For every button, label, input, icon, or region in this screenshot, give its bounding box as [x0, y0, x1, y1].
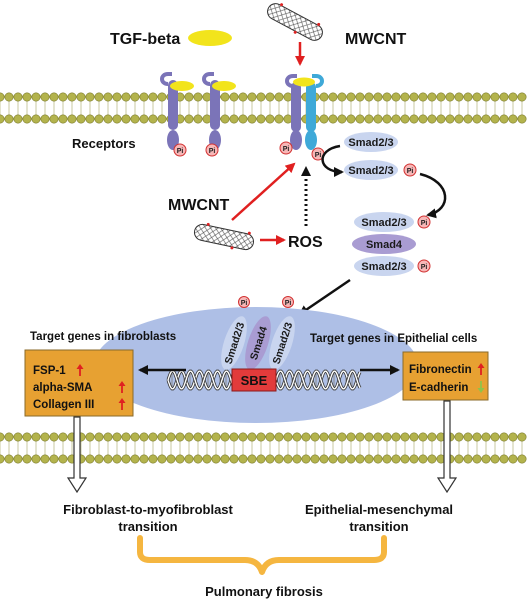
- upregulated-arrow-icon: [76, 364, 84, 376]
- outcome-fibroblast-line2: transition: [118, 519, 177, 534]
- gene-fibronectin: Fibronectin: [409, 364, 472, 376]
- svg-text:Smad2/3: Smad2/3: [348, 137, 393, 149]
- fibroblast-gene-regulation-arrows: [76, 364, 126, 410]
- upregulated-arrow-icon: [477, 363, 485, 375]
- fibroblast-outcome-arrow: [66, 416, 88, 494]
- tgf-beta-ligand: [188, 30, 232, 46]
- mwcnt-activation-arrow: [231, 162, 296, 221]
- svg-text:Pi: Pi: [283, 146, 290, 153]
- pi-badge: Pi: [403, 163, 417, 177]
- pi-badge: Pi: [282, 296, 294, 308]
- outcome-epithelial-line2: transition: [349, 519, 408, 534]
- svg-text:Pi: Pi: [315, 152, 322, 159]
- receptors-label: Receptors: [72, 136, 136, 151]
- svg-text:Smad2/3: Smad2/3: [361, 217, 406, 229]
- svg-text:Smad2/3: Smad2/3: [348, 165, 393, 177]
- outcome-fibroblast-line1: Fibroblast-to-myofibroblast: [63, 502, 233, 517]
- svg-text:Pi: Pi: [421, 264, 428, 271]
- svg-text:Pi: Pi: [421, 220, 428, 227]
- pulmonary-fibrosis-label: Pulmonary fibrosis: [205, 584, 323, 599]
- complex-formation-arrow: [419, 172, 447, 219]
- cell-membrane-top: [0, 92, 527, 124]
- ros-label: ROS: [288, 234, 323, 251]
- svg-text:Pi: Pi: [407, 168, 414, 175]
- smad23-protein: Smad2/3: [344, 132, 398, 152]
- svg-text:Pi: Pi: [285, 300, 292, 307]
- target-genes-fibroblasts-label: Target genes in fibroblasts: [30, 331, 176, 343]
- fibroblast-genes-box: [24, 349, 134, 417]
- svg-text:Pi: Pi: [209, 148, 216, 155]
- upregulated-arrow-icon: [118, 398, 126, 410]
- phosphorylation-cycle-arrow: [321, 144, 344, 177]
- epithelial-genes-box: [402, 351, 489, 401]
- gene-collagen-iii: Collagen III: [33, 399, 94, 411]
- svg-text:Pi: Pi: [241, 300, 248, 307]
- mwcnt-top-label: MWCNT: [345, 31, 407, 48]
- tgf-beta-label: TGF-beta: [110, 31, 180, 48]
- svg-text:Smad2/3: Smad2/3: [361, 261, 406, 273]
- mwcnt-nanotube-middle: [193, 222, 255, 251]
- sbe-element: [231, 368, 277, 392]
- bound-smad4: Smad4: [245, 316, 271, 370]
- downregulated-arrow-icon: [477, 381, 485, 393]
- pi-badge: Pi: [238, 296, 250, 308]
- pi-badge: Pi: [311, 147, 325, 161]
- gene-e-cadherin: E-cadherin: [409, 382, 468, 394]
- convergence-brace: [137, 535, 387, 575]
- target-genes-epithelial-label: Target genes in Epithelial cells: [310, 333, 477, 345]
- mwcnt-middle-label: MWCNT: [168, 197, 230, 214]
- epithelial-outcome-arrow: [436, 400, 458, 494]
- pi-badge: Pi: [279, 141, 293, 155]
- svg-text:Pi: Pi: [177, 148, 184, 155]
- receptor-inactive-2: [202, 72, 236, 150]
- sbe-label: SBE: [241, 373, 268, 388]
- receptor-active-complex: [285, 74, 324, 150]
- smad-complex: Smad2/3 Smad4 Smad2/3: [352, 212, 416, 276]
- outcome-epithelial-line1: Epithelial-mesenchymal: [305, 502, 453, 517]
- nuclear-translocation-arrow: [298, 278, 351, 316]
- pi-badge: Pi: [173, 143, 187, 157]
- epithelial-gene-regulation-arrows: [477, 363, 485, 393]
- pi-badge: Pi: [417, 215, 431, 229]
- upregulated-arrow-icon: [118, 381, 126, 393]
- pi-badge: Pi: [417, 259, 431, 273]
- gene-alpha-sma: alpha-SMA: [33, 382, 92, 394]
- pi-badge: Pi: [205, 143, 219, 157]
- gene-fsp1: FSP-1: [33, 365, 66, 377]
- cell-membrane-bottom: [0, 432, 527, 464]
- mwcnt-nanotube-top: [267, 3, 323, 41]
- svg-text:Smad4: Smad4: [366, 239, 403, 251]
- smad23-phosphorylated: Smad2/3: [344, 160, 398, 180]
- receptor-inactive-1: [160, 72, 194, 150]
